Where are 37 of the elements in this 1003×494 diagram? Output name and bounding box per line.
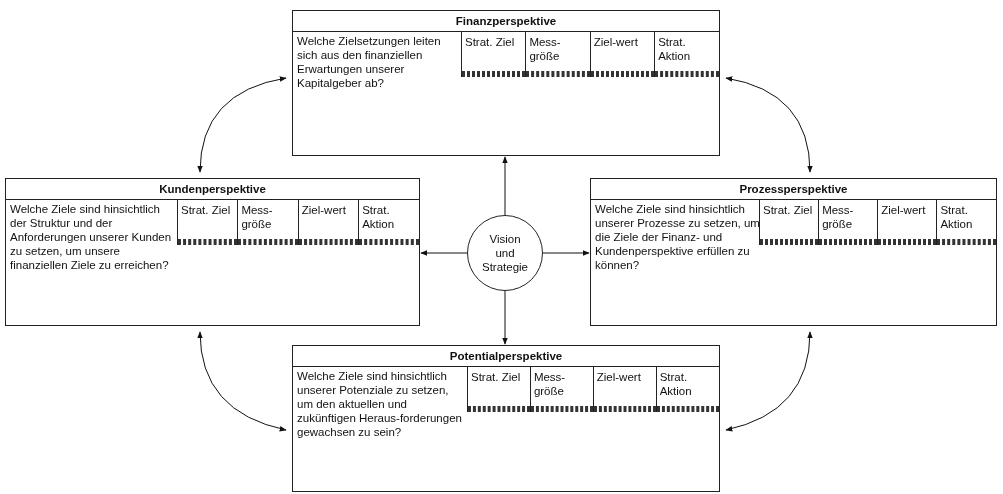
column-heading: Ziel-wert (300, 203, 347, 218)
perspective-box (590, 178, 997, 326)
column-heading: Ziel-wert (592, 35, 639, 50)
question-text: Welche Zielsetzungen leiten sich aus den finanziellen Erwartungen unserer Kapitalgeber ab? (297, 34, 442, 90)
circle-label: Vision und Strategie (481, 232, 529, 274)
column-heading: Strat. Aktion (939, 203, 974, 232)
column-heading: Mess-größe (821, 203, 855, 232)
column-heading: Mess-größe (532, 370, 567, 399)
box-title: Prozessperspektive (738, 182, 849, 197)
double-headed-arrow (197, 331, 287, 432)
column-heading: Ziel-wert (880, 203, 927, 218)
box-title: Finanzperspektive (454, 14, 558, 29)
column-heading: Strat. Aktion (657, 35, 692, 64)
question-text: Welche Ziele sind hinsichtlich unserer Potenziale zu setzen, um den aktuellen und zukünftigen Heraus-forderungen gewachsen zu sein? (297, 369, 462, 439)
arrow (542, 250, 590, 256)
box-title: Potentialperspektive (448, 349, 564, 364)
perspective-box (5, 178, 420, 326)
arrow (420, 250, 468, 256)
column-heading: Mess-größe (528, 35, 562, 64)
column-heading: Strat. Ziel (464, 35, 516, 50)
arrow (502, 156, 508, 216)
column-heading: Strat. Aktion (658, 370, 693, 399)
column-heading: Strat. Ziel (762, 203, 814, 218)
perspective-box (292, 10, 720, 156)
column-heading: Strat. Ziel (180, 203, 232, 218)
question-text: Welche Ziele sind hinsichtlich unserer Prozesse zu setzen, um die Ziele der Finanz- und Kundenperspektive erfüllen zu können? (595, 202, 760, 272)
double-headed-arrow (197, 76, 287, 173)
column-heading: Strat. Ziel (470, 370, 522, 385)
perspective-box (292, 345, 720, 492)
column-heading: Strat. Aktion (361, 203, 396, 232)
question-text: Welche Ziele sind hinsichtlich der Struktur und der Anforderungen unserer Kunden zu setzen, um unsere finanziellen Ziele zu erreichen? (10, 202, 173, 272)
double-headed-arrow (725, 331, 813, 432)
double-headed-arrow (725, 76, 813, 173)
column-heading: Ziel-wert (595, 370, 642, 385)
column-heading: Mess-größe (240, 203, 274, 232)
box-title: Kundenperspektive (158, 182, 267, 197)
arrow (502, 290, 508, 345)
